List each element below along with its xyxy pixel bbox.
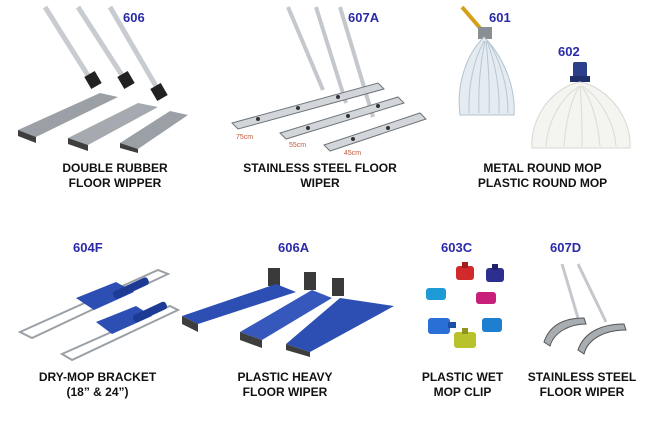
caption-603C: PLASTIC WET MOP CLIP [405,370,520,400]
caption-line: FLOOR WIPPER [68,176,162,190]
caption-line: MOP CLIP [433,385,492,399]
caption-607A: STAINLESS STEEL FLOOR WIPER [220,161,420,191]
product-code-604F: 604F [73,240,103,255]
stainless-steel-floor-wiper-curved-icon [543,263,627,355]
caption-line: PLASTIC HEAVY [237,370,333,384]
product-code-607A: 607A [348,10,380,25]
stainless-steel-floor-wiper-icon [231,6,427,152]
plastic-wet-mop-clip-icon [426,262,504,348]
size-mark: 75cm [236,134,254,141]
size-mark: 55cm [289,142,307,149]
product-code-607D: 607D [550,240,582,255]
caption-line: FLOOR WIPER [242,385,328,399]
product-code-606A: 606A [278,240,310,255]
double-rubber-floor-wiper-icon [18,5,188,153]
product-code-606: 606 [123,10,145,25]
caption-line: STAINLESS STEEL FLOOR [243,161,397,175]
caption-line: STAINLESS STEEL [527,370,637,384]
product-code-603C: 603C [441,240,473,255]
plastic-heavy-floor-wiper-icon [182,268,394,357]
caption-line: DRY-MOP BRACKET [38,370,157,384]
caption-601-602: METAL ROUND MOP PLASTIC ROUND MOP [455,161,630,191]
caption-line: PLASTIC WET [421,370,504,384]
caption-606A: PLASTIC HEAVY FLOOR WIPER [225,370,345,400]
dry-mop-bracket-icon [17,268,181,362]
product-code-601: 601 [489,10,511,25]
product-code-602: 602 [558,44,580,59]
caption-line: DOUBLE RUBBER [62,161,168,175]
caption-606: DOUBLE RUBBER FLOOR WIPPER [30,161,200,191]
plastic-round-mop-icon [531,62,631,149]
size-mark: 45cm [344,150,362,157]
caption-line: PLASTIC ROUND MOP [477,176,608,190]
caption-line: (18” & 24”) [66,385,129,399]
caption-line: WIPER [300,176,340,190]
caption-604F: DRY-MOP BRACKET (18” & 24”) [20,370,175,400]
caption-607D: STAINLESS STEEL FLOOR WIPER [522,370,642,400]
caption-line: METAL ROUND MOP [483,161,602,175]
caption-line: FLOOR WIPER [539,385,625,399]
metal-round-mop-icon [458,5,515,116]
